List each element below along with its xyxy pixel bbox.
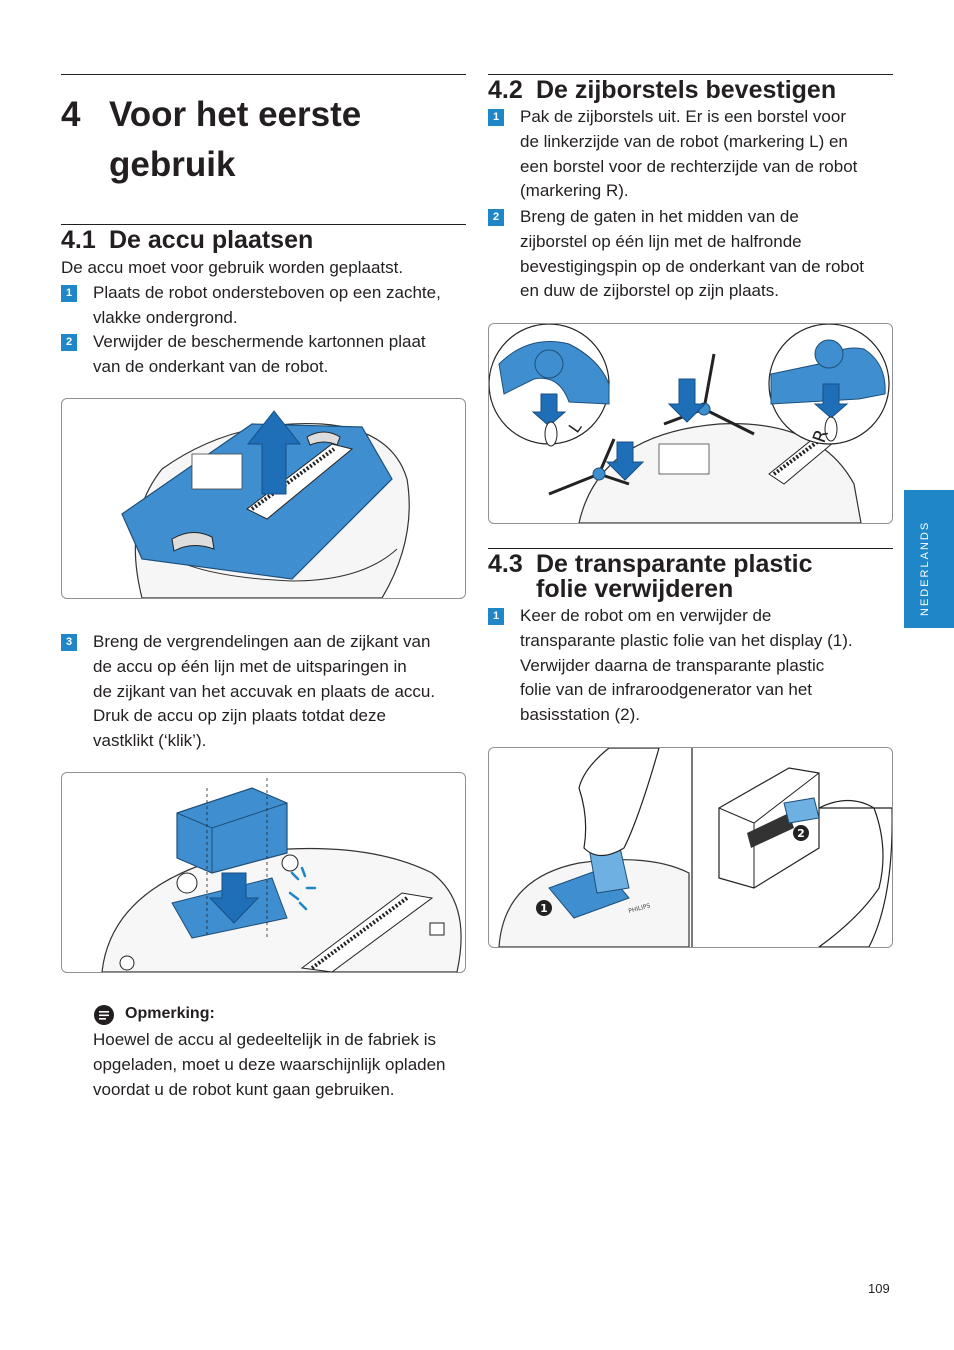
step-line: Plaats de robot ondersteboven op een zac… [93, 283, 441, 302]
section-number: 4.2 [488, 76, 523, 104]
step-line: vlakke ondergrond. [93, 307, 238, 327]
figure-insert-battery [61, 772, 466, 973]
step-line: vastklikt (‘klik’). [93, 731, 207, 751]
step-line: de accu op één lijn met de uitsparingen … [93, 656, 407, 676]
robot-underside-cardboard-illustration [121, 410, 410, 598]
step-line: folie van de infraroodgenerator van het [520, 680, 813, 700]
figure-attach-side-brushes: L R [488, 323, 893, 524]
step-number-badge: 2 [61, 334, 77, 351]
page-number: 109 [868, 1281, 890, 1296]
step-number-badge: 1 [488, 109, 504, 126]
step-line: transparante plastic folie van het displ… [520, 630, 853, 650]
language-side-tab: NEDERLANDS [904, 490, 954, 628]
figure-remove-cardboard [61, 398, 466, 599]
step-line: Breng de vergrendelingen aan de zijkant … [93, 632, 431, 651]
battery-insert-illustration [101, 778, 462, 972]
section-4-1-intro: De accu moet voor gebruik worden geplaat… [61, 258, 404, 277]
step-line: de linkerzijde van de robot (markering L… [520, 131, 848, 151]
note-line: opgeladen, moet u deze waarschijnlijk op… [93, 1054, 446, 1074]
step-line: bevestigingspin op de onderkant van de r… [520, 256, 865, 276]
section-title: De zijborstels bevestigen [536, 76, 837, 104]
section-4-3-rule [488, 548, 893, 549]
section-title-line: folie verwijderen [536, 575, 734, 603]
step-line: van de onderkant van de robot. [93, 356, 329, 376]
step-line: Druk de accu op zijn plaats totdat deze [93, 706, 386, 726]
language-label: NEDERLANDS [919, 520, 931, 616]
step-number-badge: 2 [488, 209, 504, 226]
chapter-number: 4 [61, 95, 81, 134]
step-line: een borstel voor de rechterzijde van de … [520, 156, 858, 176]
step-line: (markering R). [520, 181, 629, 201]
step-line: de zijkant van het accuvak en plaats de … [93, 681, 436, 701]
step-line: Verwijder daarna de transparante plastic [520, 655, 825, 675]
step-line: Pak de zijborstels uit. Er is een borste… [520, 107, 846, 126]
step-line: Keer de robot om en verwijder de [520, 606, 772, 625]
section-4-1-rule [61, 224, 466, 225]
note-line: voordat u de robot kunt gaan gebruiken. [93, 1079, 395, 1099]
section-4-1-heading: 4.1 De accu plaatsen [61, 228, 466, 253]
step-line: zijborstel op één lijn met de halfronde [520, 231, 802, 251]
section-4-2-rule [488, 74, 893, 75]
callout-one: 1 [540, 902, 548, 915]
section-4-3-heading: 4.3 De transparante plastic folie verwij… [488, 552, 893, 604]
section-4-2-heading: 4.2 De zijborstels bevestigen [488, 78, 893, 103]
chapter-rule [61, 74, 466, 75]
step-number-badge: 1 [488, 608, 504, 625]
note-icon [94, 1005, 114, 1025]
note-line: Hoewel de accu al gedeeltelijk in de fab… [93, 1030, 437, 1049]
section-number: 4.1 [61, 226, 96, 254]
note-body: Hoewel de accu al gedeeltelijk in de fab… [93, 1028, 468, 1102]
section-title-line: De transparante plastic [536, 550, 813, 578]
side-brush-illustration: L R [489, 324, 890, 523]
step-line: Verwijder de beschermende kartonnen plaa… [93, 332, 426, 351]
step-number-badge: 3 [61, 634, 77, 651]
callout-two: 2 [797, 827, 805, 840]
step-line: Breng de gaten in het midden van de [520, 207, 799, 226]
chapter-title: Voor het eerste gebruik [109, 95, 362, 184]
film-removal-illustration: 1 PHILIPS 2 [498, 748, 892, 947]
step-number-badge: 1 [61, 285, 77, 302]
section-title: De transparante plastic folie verwijdere… [536, 552, 876, 602]
figure-remove-film: 1 PHILIPS 2 [488, 747, 893, 948]
step-line: basisstation (2). [520, 705, 640, 725]
section-number: 4.3 [488, 550, 523, 578]
step-line: en duw de zijborstel op zijn plaats. [520, 281, 779, 301]
section-title: De accu plaatsen [109, 226, 314, 254]
note-title: Opmerking: [125, 1005, 215, 1022]
